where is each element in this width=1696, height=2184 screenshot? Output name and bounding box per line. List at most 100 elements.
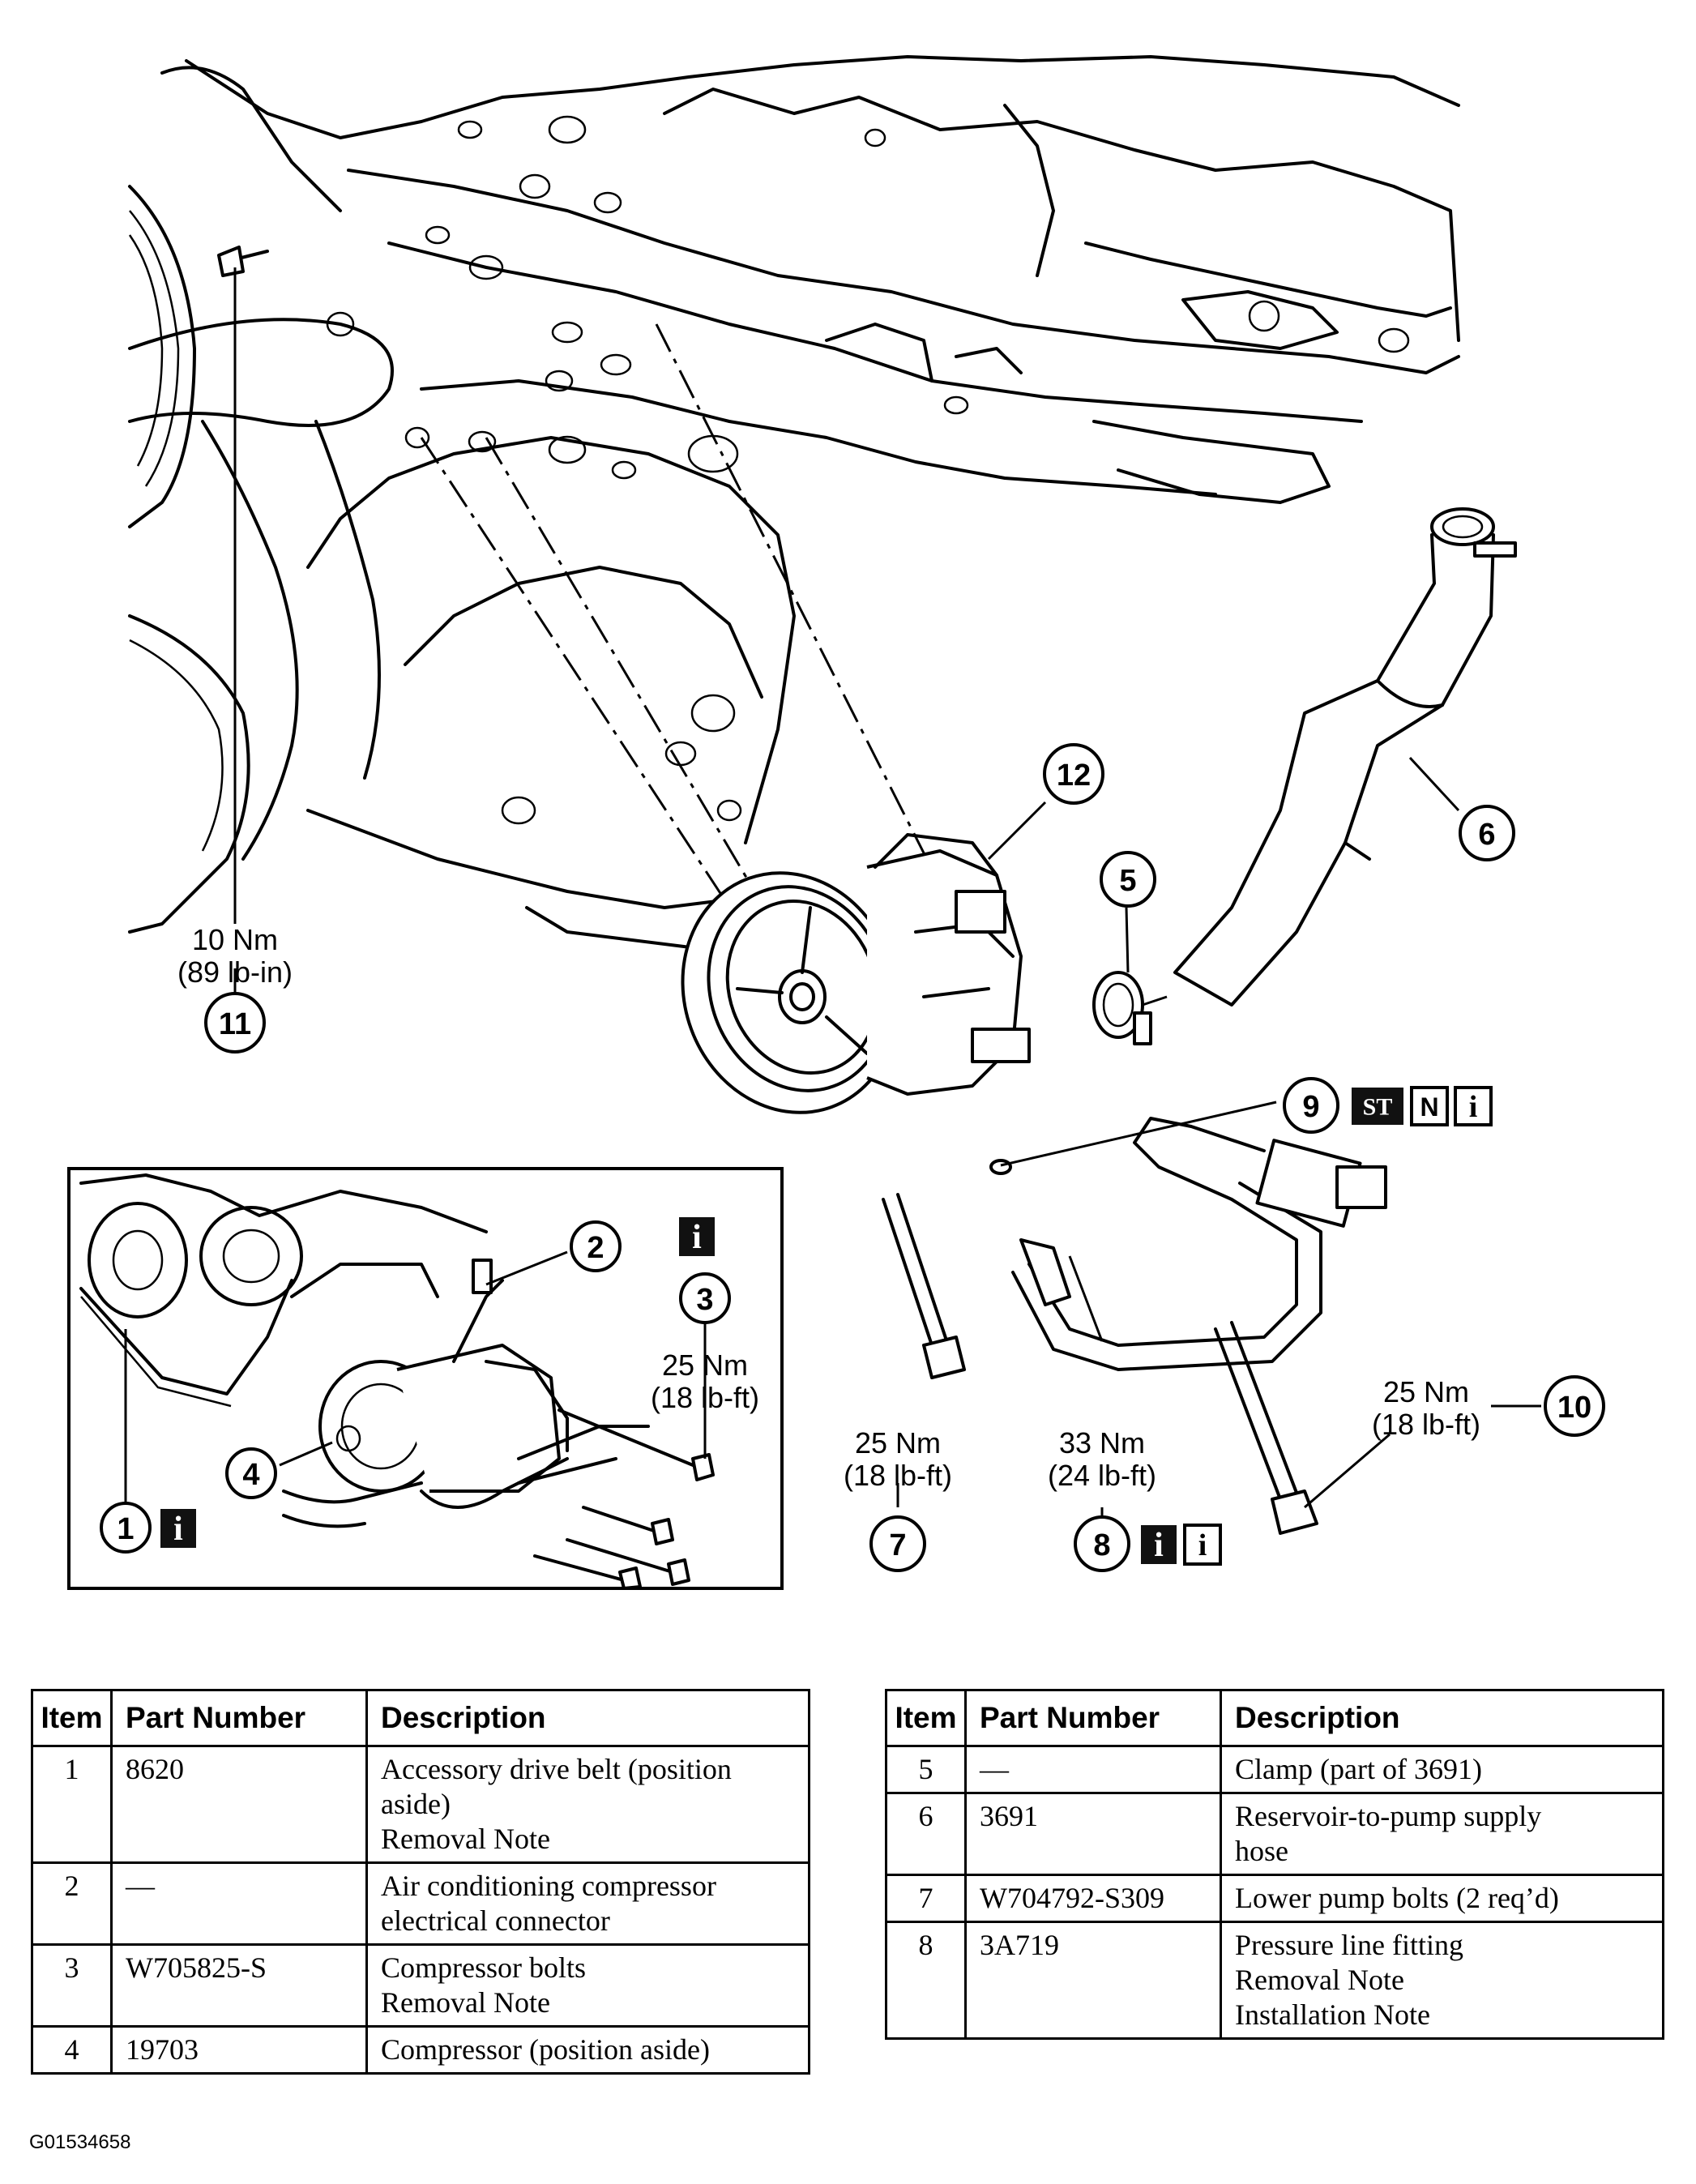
header-description: Description	[1220, 1689, 1664, 1747]
torque-item11-nm: 10 Nm	[192, 923, 278, 956]
callout-3: 3	[679, 1272, 731, 1324]
info-icon: i	[1198, 1528, 1207, 1562]
description-line: Compressor bolts	[381, 1951, 587, 1984]
torque-item7: 25 Nm (18 lb-ft)	[844, 1426, 952, 1492]
callout-12-label: 12	[1057, 759, 1091, 793]
figure-id: G01534658	[29, 2131, 131, 2153]
callout-2-label: 2	[587, 1231, 604, 1265]
torque-item7-imperial: (18 lb-ft)	[844, 1459, 952, 1492]
description-line: aside)	[381, 1788, 451, 1820]
power-steering-pump	[681, 833, 1031, 1114]
table-header-row: Item Part Number Description	[885, 1689, 1664, 1747]
header-item: Item	[885, 1689, 967, 1747]
callout-8-label: 8	[1093, 1528, 1110, 1562]
torque-item7-nm: 25 Nm	[855, 1426, 941, 1460]
cell-description: Air conditioning compressor electrical c…	[365, 1861, 810, 1946]
callout-5-label: 5	[1119, 864, 1136, 898]
table-row: 7 W704792-S309 Lower pump bolts (2 req’d…	[885, 1874, 1664, 1923]
info-icon: i	[1154, 1527, 1164, 1564]
special-tool-icon: ST	[1363, 1094, 1393, 1121]
cell-item: 1	[31, 1745, 113, 1864]
description-line: Clamp (part of 3691)	[1235, 1753, 1482, 1785]
table-header-row: Item Part Number Description	[31, 1689, 810, 1747]
new-part-icon: N	[1420, 1092, 1438, 1122]
torque-item10: 25 Nm (18 lb-ft)	[1372, 1375, 1480, 1441]
removal-note-link[interactable]: Removal Note	[381, 1823, 550, 1855]
description-line: Compressor (position aside)	[381, 2033, 710, 2066]
callout-11: 11	[204, 992, 266, 1054]
parts-table-left: Item Part Number Description 1 8620 Acce…	[31, 1689, 810, 2075]
special-tool-badge-item9: ST	[1352, 1088, 1403, 1125]
callout-11-label: 11	[219, 1007, 251, 1041]
table-row: 4 19703 Compressor (position aside)	[31, 2025, 810, 2075]
cell-description: Pressure line fitting Removal Note Insta…	[1220, 1921, 1664, 2040]
leader-lines	[233, 267, 1541, 1524]
cell-description: Compressor bolts Removal Note	[365, 1943, 810, 2028]
torque-item3-nm: 25 Nm	[662, 1348, 748, 1382]
torque-item10-imperial: (18 lb-ft)	[1372, 1408, 1480, 1441]
cell-part-number: —	[964, 1745, 1222, 1794]
description-line: Reservoir-to-pump supply	[1235, 1800, 1542, 1832]
pressure-line	[1011, 1117, 1387, 1371]
table-row: 3 W705825-S Compressor bolts Removal Not…	[31, 1943, 810, 2028]
cell-item: 4	[31, 2025, 113, 2075]
pump-bolts	[217, 246, 1318, 1535]
cell-item: 7	[885, 1874, 967, 1923]
new-part-badge-item9: N	[1410, 1086, 1449, 1126]
table-row: 2 — Air conditioning compressor electric…	[31, 1861, 810, 1946]
cell-description: Accessory drive belt (position aside) Re…	[365, 1745, 810, 1864]
info-badge-item8-removal: i	[1141, 1525, 1177, 1564]
description-line: Lower pump bolts (2 req’d)	[1235, 1882, 1559, 1914]
cell-item: 5	[885, 1745, 967, 1794]
callout-6: 6	[1459, 805, 1515, 861]
torque-item3: 25 Nm (18 lb-ft)	[651, 1348, 759, 1414]
description-line: electrical connector	[381, 1904, 610, 1937]
removal-note-link[interactable]: Removal Note	[1235, 1964, 1404, 1996]
description-line: hose	[1235, 1835, 1288, 1867]
info-icon: i	[692, 1219, 702, 1256]
torque-item10-nm: 25 Nm	[1383, 1375, 1469, 1408]
callout-9-label: 9	[1302, 1090, 1319, 1124]
upper-pump-bolt	[1214, 1321, 1318, 1535]
parts-table-right: Item Part Number Description 5 — Clamp (…	[885, 1689, 1664, 2040]
callout-9: 9	[1283, 1077, 1339, 1134]
callout-4-label: 4	[242, 1458, 259, 1492]
torque-item11-imperial: (89 lb-in)	[177, 955, 293, 989]
torque-item8-nm: 33 Nm	[1059, 1426, 1145, 1460]
cell-description: Compressor (position aside)	[365, 2025, 810, 2075]
description-line: Air conditioning compressor	[381, 1870, 716, 1902]
cell-item: 3	[31, 1943, 113, 2028]
header-part-number: Part Number	[964, 1689, 1222, 1747]
callout-4: 4	[225, 1447, 277, 1499]
header-item: Item	[31, 1689, 113, 1747]
info-badge-item9: i	[1454, 1086, 1493, 1126]
cell-part-number: 8620	[110, 1745, 368, 1864]
hose-clamp	[1092, 971, 1168, 1045]
cell-description: Clamp (part of 3691)	[1220, 1745, 1664, 1794]
reservoir-supply-hose	[1173, 507, 1517, 1007]
table-row: 1 8620 Accessory drive belt (position as…	[31, 1745, 810, 1864]
table-row: 6 3691 Reservoir-to-pump supply hose	[885, 1792, 1664, 1876]
lower-pump-bolt	[882, 1193, 966, 1379]
installation-note-link[interactable]: Installation Note	[1235, 1998, 1430, 2031]
callout-2: 2	[570, 1220, 622, 1272]
callout-10-label: 10	[1557, 1391, 1591, 1425]
header-description: Description	[365, 1689, 810, 1747]
engine-block-illustration	[128, 55, 1460, 950]
callout-8: 8	[1074, 1515, 1130, 1572]
info-badge-item3: i	[679, 1217, 715, 1256]
cell-item: 6	[885, 1792, 967, 1876]
upper-block-bolt	[217, 246, 269, 277]
callout-6-label: 6	[1478, 818, 1495, 852]
removal-note-link[interactable]: Removal Note	[381, 1986, 550, 2019]
torque-item3-imperial: (18 lb-ft)	[651, 1381, 759, 1414]
description-line: Pressure line fitting	[1235, 1929, 1463, 1961]
callout-5: 5	[1100, 851, 1156, 908]
cell-part-number: W704792-S309	[964, 1874, 1222, 1923]
power-steering-pump-exploded-diagram: 1 2 3 4 5 6 7 8 9 10 11 12 10 Nm (89 lb-…	[67, 55, 1605, 1590]
table-row: 5 — Clamp (part of 3691)	[885, 1745, 1664, 1794]
callout-7-label: 7	[889, 1528, 906, 1562]
cell-description: Reservoir-to-pump supply hose	[1220, 1792, 1664, 1876]
cell-part-number: 19703	[110, 2025, 368, 2075]
info-icon: i	[173, 1511, 183, 1548]
